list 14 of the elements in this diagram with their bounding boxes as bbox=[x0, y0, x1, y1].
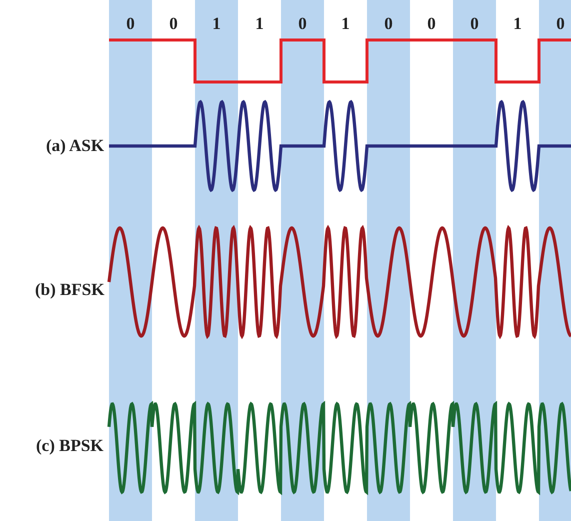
bit-value: 0 bbox=[555, 15, 566, 32]
bit-value: 0 bbox=[426, 15, 437, 32]
bit-value: 1 bbox=[254, 15, 265, 32]
bit-value: 0 bbox=[383, 15, 394, 32]
bit-value: 0 bbox=[168, 15, 179, 32]
bit-value: 1 bbox=[211, 15, 222, 32]
bit-value: 1 bbox=[512, 15, 523, 32]
bit-value: 1 bbox=[340, 15, 351, 32]
bit-value: 0 bbox=[297, 15, 308, 32]
modulation-label: (b) BFSK bbox=[35, 281, 104, 298]
bit-value: 0 bbox=[469, 15, 480, 32]
modulation-label: (a) ASK bbox=[46, 137, 104, 154]
modulation-label: (c) BPSK bbox=[36, 437, 104, 454]
bit-value: 0 bbox=[125, 15, 136, 32]
